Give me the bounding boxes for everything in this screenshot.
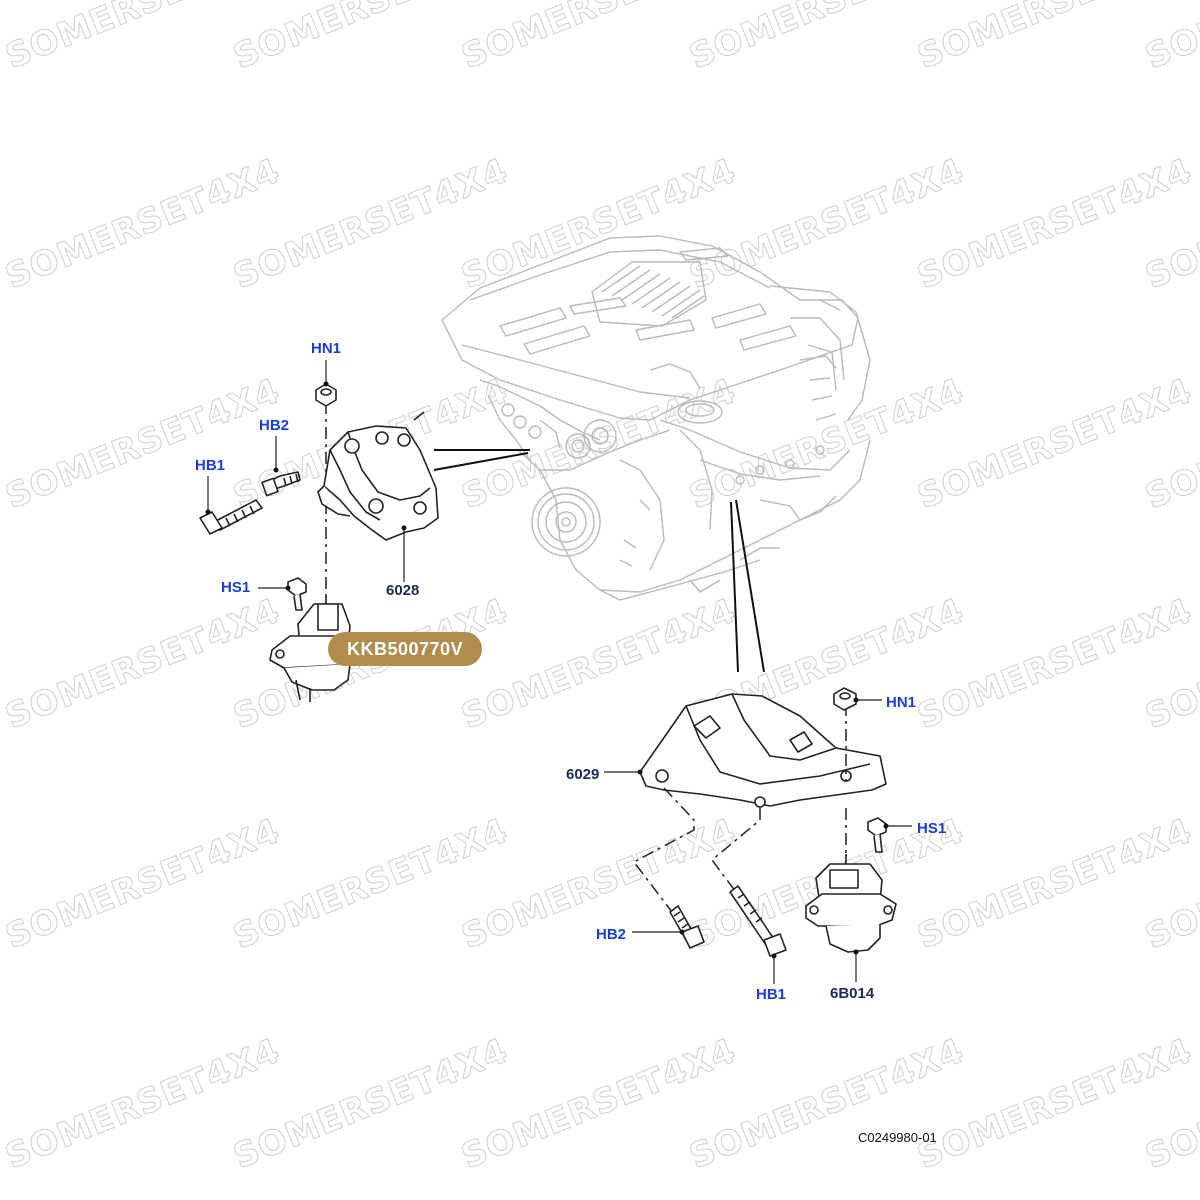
callout-right-6029: 6029 bbox=[566, 766, 600, 783]
left-hs1-screw bbox=[287, 577, 307, 611]
callout-left-hn1: HN1 bbox=[311, 340, 342, 357]
right-bracket-6029 bbox=[639, 693, 887, 808]
drawing-reference: C0249980-01 bbox=[858, 1130, 937, 1145]
right-hn1-nut bbox=[833, 687, 857, 711]
left-hn1-nut bbox=[315, 383, 337, 407]
engine-illustration bbox=[441, 235, 871, 601]
leader-dots bbox=[205, 381, 889, 959]
left-hb2-bolt bbox=[261, 471, 301, 497]
callout-right-hb1: HB1 bbox=[756, 986, 787, 1003]
callout-left-hb1: HB1 bbox=[195, 457, 226, 474]
callout-right-hn1: HN1 bbox=[886, 694, 917, 711]
callout-left-6028: 6028 bbox=[386, 582, 420, 599]
right-hs1-screw bbox=[867, 817, 887, 853]
callout-right-hs1: HS1 bbox=[917, 820, 947, 837]
left-hb1-bolt bbox=[199, 499, 263, 535]
callout-right-hb2: HB2 bbox=[596, 926, 627, 943]
right-engine-mount bbox=[805, 854, 897, 953]
callout-right-6b014: 6B014 bbox=[830, 985, 875, 1002]
right-mount-assembly bbox=[604, 687, 912, 984]
left-bracket-6028 bbox=[317, 425, 439, 541]
connection-lines bbox=[433, 449, 765, 673]
right-hb1-bolt bbox=[729, 885, 787, 957]
callout-left-hs1: HS1 bbox=[221, 579, 251, 596]
right-hb2-bolt bbox=[669, 905, 705, 949]
part-number-badge: KKB500770V bbox=[328, 632, 482, 666]
callout-left-hb2: HB2 bbox=[259, 417, 290, 434]
